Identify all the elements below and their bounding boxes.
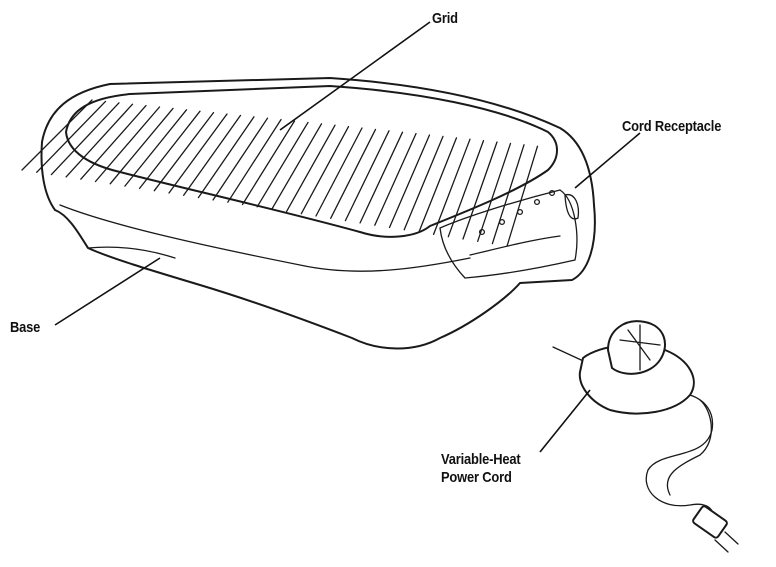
- base-leader-line: [54, 257, 161, 326]
- grid-bar: [315, 127, 363, 217]
- grid-bar: [388, 134, 431, 229]
- cord-leader-line: [574, 132, 641, 189]
- power-cord-label-line2: Power Cord: [441, 469, 512, 486]
- heat-dial: [607, 320, 666, 375]
- grid-bar: [241, 120, 296, 206]
- grid-bar: [94, 106, 161, 183]
- grid-bar: [109, 107, 174, 185]
- grid-bars: [21, 99, 539, 247]
- power-cord-leader-line: [539, 389, 591, 453]
- grid-bar: [168, 113, 228, 194]
- grid-bar: [21, 99, 93, 171]
- grid-plate: [65, 85, 558, 238]
- power-cord-label-line1: Variable-Heat: [441, 451, 521, 468]
- power-cord-assembly: [552, 320, 739, 553]
- grid-bar: [418, 137, 458, 233]
- grid-bar: [447, 139, 485, 238]
- grid-bar: [271, 123, 323, 210]
- power-cord-label: Variable-Heat Power Cord: [441, 451, 521, 487]
- grid-bar: [403, 135, 444, 231]
- grid-bar: [183, 114, 242, 196]
- grid-bar: [153, 111, 215, 192]
- grid-bar: [65, 103, 134, 178]
- grid-bar: [330, 128, 377, 219]
- cord-receptacle-label: Cord Receptacle: [622, 118, 722, 135]
- grid-bar: [506, 145, 539, 247]
- grid-bar: [212, 117, 269, 201]
- grid-bar: [432, 138, 471, 236]
- grid-bar: [462, 141, 498, 240]
- grid-bar: [80, 104, 147, 180]
- grid-bar: [491, 144, 525, 245]
- grid-leader-line: [279, 21, 431, 131]
- grid-bar: [344, 130, 390, 222]
- grid-bar: [50, 102, 120, 176]
- grid-bar: [36, 100, 107, 173]
- grid-bar: [359, 131, 404, 224]
- grid-bar: [256, 121, 309, 208]
- plug: [692, 505, 728, 539]
- cord-receptacle: [564, 193, 580, 220]
- base-label: Base: [10, 319, 41, 336]
- grid-bar: [227, 118, 282, 203]
- grid-bar: [374, 132, 417, 226]
- grid-bar: [285, 124, 336, 213]
- grid-bar: [138, 110, 201, 190]
- grid-bar: [300, 125, 350, 215]
- grid-bar: [477, 142, 512, 242]
- grid-bar: [197, 116, 255, 199]
- grid-label: Grid: [432, 10, 458, 27]
- grid-bar: [124, 109, 188, 187]
